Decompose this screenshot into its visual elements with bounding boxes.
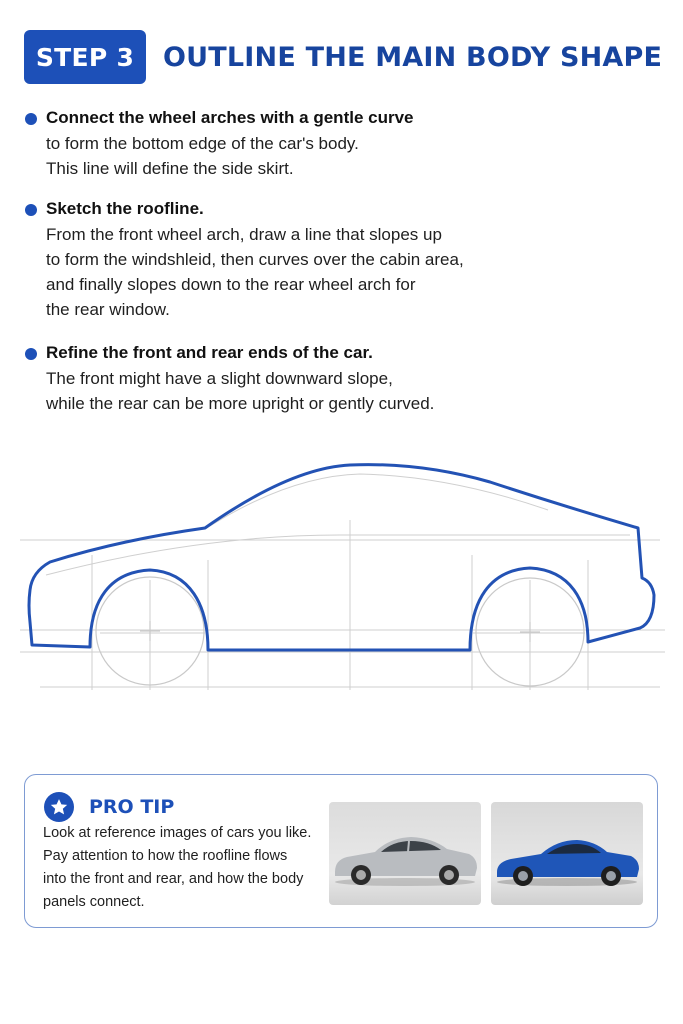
car-body-outline [27, 463, 656, 652]
instruction-text: the rear window. [46, 300, 170, 319]
instruction-text: and finally slopes down to the rear whee… [46, 275, 416, 294]
car-outline-sketch [20, 463, 665, 690]
pro-tip-text: into the front and rear, and how the bod… [43, 871, 304, 887]
instruction-heading: Refine the front and rear ends of the ca… [46, 343, 373, 362]
bullet-icon [25, 348, 37, 360]
wheel-front [95, 576, 205, 686]
instruction-text: The front might have a slight downward s… [46, 369, 393, 388]
pro-tip-text: panels connect. [43, 894, 145, 910]
instruction-text: This line will define the side skirt. [46, 159, 294, 178]
page-title: OUTLINE THE MAIN BODY SHAPE [163, 41, 663, 73]
instruction-text: to form the bottom edge of the car's bod… [46, 134, 359, 153]
wheel-rear [475, 577, 585, 687]
instruction-text: to form the windshleid, then curves over… [46, 250, 464, 269]
instruction-heading: Sketch the roofline. [46, 199, 204, 218]
step-badge: STEP 3 [24, 30, 146, 84]
instruction-heading: Connect the wheel arches with a gentle c… [46, 108, 414, 127]
pro-tip-text: Look at reference images of cars you lik… [43, 825, 312, 841]
header: STEP 3 OUTLINE THE MAIN BODY SHAPE [24, 30, 662, 84]
bullet-icon [25, 113, 37, 125]
instruction-text: From the front wheel arch, draw a line t… [46, 225, 442, 244]
pro-tip-title: PRO TIP [89, 796, 175, 818]
silver-sedan-photo [329, 802, 481, 905]
pro-tip-box: PRO TIP Look at reference images of cars… [24, 774, 658, 928]
construction-guidelines [20, 473, 665, 690]
instruction-text: while the rear can be more upright or ge… [46, 394, 435, 413]
blue-coupe-photo [491, 802, 643, 905]
bullet-icon [25, 204, 37, 216]
pro-tip-text: Pay attention to how the roofline flows [43, 848, 288, 864]
star-icon [44, 792, 74, 822]
